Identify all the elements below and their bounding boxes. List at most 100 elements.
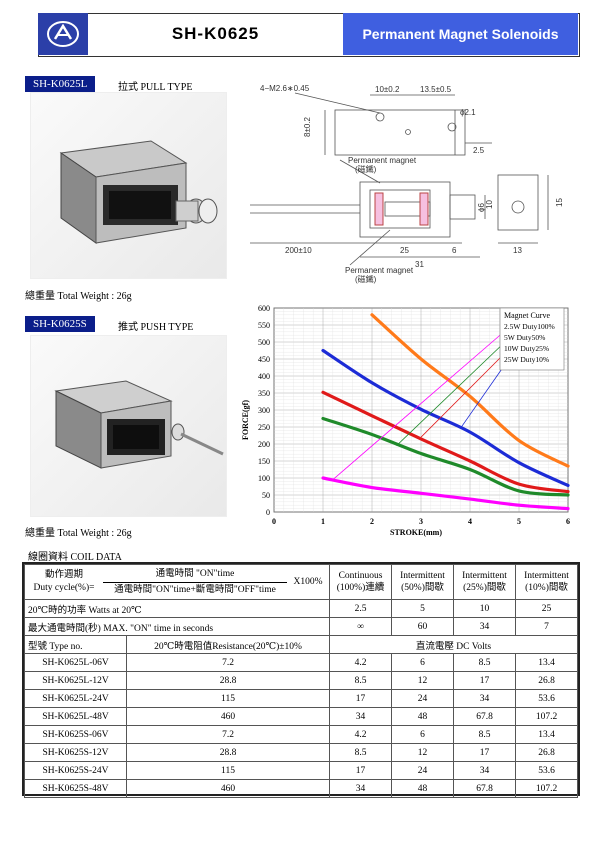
legend-entry: 10W Duty25% — [504, 344, 549, 353]
y-tick-label: 300 — [258, 406, 270, 415]
dim-10-vertical: 10 — [485, 200, 494, 209]
y-tick-label: 50 — [262, 491, 270, 500]
resistance-cell: 460 — [126, 707, 330, 726]
y-tick-label: 450 — [258, 355, 270, 364]
duty-cycle-header: 動作週期 Duty cycle(%)= 通電時間 "ON"time 通電時間"O… — [24, 564, 330, 600]
duty-fraction-top: 通電時間 "ON"time — [155, 568, 235, 579]
voltage-cell: 107.2 — [515, 707, 578, 726]
type-no-cell: SH-K0625S-12V — [24, 743, 127, 762]
voltage-cell: 4.2 — [329, 653, 392, 672]
x-tick-label: 6 — [566, 517, 570, 526]
pull-weight: 總重量 Total Weight : 26g — [25, 291, 132, 302]
pull-type-label: 拉式 PULL TYPE — [118, 82, 193, 93]
power-label: 20℃時的功率 Watts at 20℃ — [24, 599, 330, 618]
magnet-label-top-cn: (磁鐵) — [355, 164, 377, 174]
type-no-cell: SH-K0625L-12V — [24, 671, 127, 690]
voltage-cell: 6 — [391, 725, 454, 744]
series-line-0 — [321, 476, 570, 511]
y-tick-label: 400 — [258, 372, 270, 381]
push-solenoid-photo — [30, 335, 227, 517]
col-intermittent-25: Intermittent (25%)間歇 — [453, 564, 516, 600]
dimension-drawing: 4−M2.6∗0.45 10±0.2 13.5±0.5 ϕ2.1 8±0.2 2… — [250, 84, 564, 284]
push-model-tag: SH-K0625S — [25, 316, 95, 332]
power-value: 25 — [515, 599, 578, 618]
y-tick-label: 600 — [258, 304, 270, 313]
dim-25: 25 — [400, 246, 409, 255]
voltage-cell: 24 — [391, 689, 454, 708]
chart-arrows — [332, 329, 507, 481]
voltage-cell: 34 — [329, 707, 392, 726]
dim-8: 8±0.2 — [303, 116, 312, 137]
hole-callout: 4−M2.6∗0.45 — [260, 84, 310, 93]
voltage-cell: 13.4 — [515, 725, 578, 744]
pull-solenoid-photo — [30, 92, 227, 279]
series-line-4 — [370, 313, 570, 468]
dim-2-5: 2.5 — [473, 146, 485, 155]
y-tick-label: 100 — [258, 474, 270, 483]
voltage-cell: 12 — [391, 671, 454, 690]
power-value: 5 — [391, 599, 454, 618]
chart-legend: Magnet Curve 2.5W Duty100% 5W Duty50% 10W … — [499, 307, 565, 371]
dim-6: 6 — [452, 246, 457, 255]
power-value: 10 — [453, 599, 516, 618]
resistance-cell: 7.2 — [126, 653, 330, 672]
dim-10: 10±0.2 — [375, 85, 400, 94]
push-type-label: 推式 PUSH TYPE — [118, 322, 194, 333]
y-tick-label: 200 — [258, 440, 270, 449]
type-header: 型號 Type no. — [24, 635, 127, 654]
dim-200: 200±10 — [285, 246, 312, 255]
duty-fraction-bottom: 通電時間"ON"time+斷電時間"OFF"time — [103, 581, 287, 598]
y-tick-label: 500 — [258, 338, 270, 347]
y-tick-label: 150 — [258, 457, 270, 466]
push-weight: 總重量 Total Weight : 26g — [25, 528, 132, 539]
series-line-2 — [321, 390, 570, 494]
magnet-label-top: Permanent magnet — [348, 156, 417, 165]
voltage-cell: 48 — [391, 707, 454, 726]
y-tick-label: 550 — [258, 321, 270, 330]
type-no-cell: SH-K0625L-24V — [24, 689, 127, 708]
resistance-header: 20℃時電阻值Resistance(20℃)±10% — [126, 635, 330, 654]
type-no-cell: SH-K0625S-48V — [24, 779, 127, 798]
voltage-cell: 67.8 — [453, 779, 516, 798]
max-on-row: 最大通電時間(秒) MAX. "ON" time in seconds ∞ 60… — [24, 617, 578, 636]
max-on-value: 34 — [453, 617, 516, 636]
pointer-line — [332, 329, 507, 481]
voltage-cell: 17 — [329, 761, 392, 780]
legend-entry: 5W Duty50% — [504, 333, 545, 342]
type-no-cell: SH-K0625S-06V — [24, 725, 127, 744]
voltage-cell: 34 — [329, 779, 392, 798]
legend-title: Magnet Curve — [504, 311, 550, 320]
type-no-cell: SH-K0625S-24V — [24, 761, 127, 780]
dim-13: 13 — [513, 246, 522, 255]
col-intermittent-10: Intermittent (10%)間歇 — [515, 564, 578, 600]
max-on-value: 60 — [391, 617, 454, 636]
max-on-value: 7 — [515, 617, 578, 636]
col-intermittent-50: Intermittent (50%)間歇 — [391, 564, 454, 600]
company-logo — [38, 13, 88, 55]
legend-entry: 2.5W Duty100% — [504, 322, 555, 331]
dim-15: 15 — [555, 198, 564, 207]
push-solenoid-image — [54, 380, 224, 469]
voltage-cell: 4.2 — [329, 725, 392, 744]
voltage-cell: 26.8 — [515, 671, 578, 690]
y-tick-label: 350 — [258, 389, 270, 398]
x-tick-label: 3 — [419, 517, 423, 526]
pull-solenoid-image — [59, 140, 218, 244]
pull-model-tag: SH-K0625L — [25, 76, 96, 92]
voltage-cell: 12 — [391, 743, 454, 762]
coil-data-table: 動作週期 Duty cycle(%)= 通電時間 "ON"time 通電時間"O… — [24, 564, 578, 798]
resistance-cell: 460 — [126, 779, 330, 798]
dim-phi-2-1: ϕ2.1 — [460, 108, 476, 117]
y-tick-label: 0 — [266, 508, 270, 517]
magnet-label-bottom-cn: (磁鐵) — [355, 274, 377, 284]
pointer-line — [396, 340, 507, 446]
voltage-cell: 8.5 — [329, 671, 392, 690]
duty-label-cn: 動作週期 — [44, 570, 83, 580]
